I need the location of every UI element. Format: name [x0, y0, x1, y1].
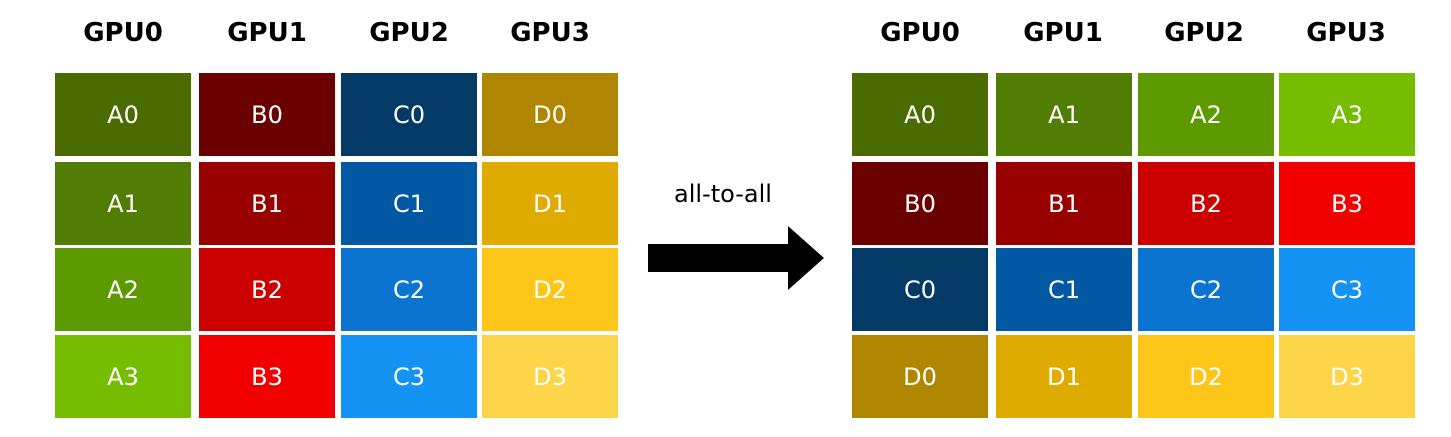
- after-block-d2: D2: [1138, 335, 1274, 418]
- after-block-a1: A1: [996, 73, 1132, 156]
- right-arrow-icon: [648, 226, 824, 290]
- all-to-all-label: all-to-all: [674, 180, 772, 208]
- before-block-c3: C3: [341, 335, 477, 418]
- after-block-a0: A0: [852, 73, 988, 156]
- after-gpu2-header: GPU2: [1164, 18, 1244, 48]
- before-block-b3: B3: [199, 335, 335, 418]
- before-gpu1-header: GPU1: [227, 18, 307, 48]
- after-block-a2: A2: [1138, 73, 1274, 156]
- after-block-d1: D1: [996, 335, 1132, 418]
- after-block-c2: C2: [1138, 248, 1274, 331]
- before-block-a2: A2: [55, 248, 191, 331]
- after-gpu-headers: GPU0 GPU1 GPU2 GPU3: [852, 10, 1418, 60]
- before-block-d2: D2: [482, 248, 618, 331]
- before-gpu2-header: GPU2: [369, 18, 449, 48]
- after-block-b2: B2: [1138, 162, 1274, 245]
- before-gpu-headers: GPU0 GPU1 GPU2 GPU3: [55, 10, 621, 60]
- after-block-b3: B3: [1279, 162, 1415, 245]
- after-block-c1: C1: [996, 248, 1132, 331]
- after-block-b0: B0: [852, 162, 988, 245]
- before-gpu0-header: GPU0: [83, 18, 163, 48]
- before-block-b2: B2: [199, 248, 335, 331]
- after-block-c0: C0: [852, 248, 988, 331]
- after-block-c3: C3: [1279, 248, 1415, 331]
- all-to-all-transition: all-to-all: [648, 180, 824, 290]
- after-block-b1: B1: [996, 162, 1132, 245]
- before-block-a1: A1: [55, 162, 191, 245]
- before-block-b1: B1: [199, 162, 335, 245]
- before-gpu3-header: GPU3: [510, 18, 590, 48]
- before-block-d0: D0: [482, 73, 618, 156]
- before-block-c2: C2: [341, 248, 477, 331]
- after-block-d3: D3: [1279, 335, 1415, 418]
- before-block-c0: C0: [341, 73, 477, 156]
- before-block-d1: D1: [482, 162, 618, 245]
- after-gpu0-header: GPU0: [880, 18, 960, 48]
- after-gpu1-header: GPU1: [1023, 18, 1103, 48]
- before-block-a0: A0: [55, 73, 191, 156]
- after-gpu3-header: GPU3: [1306, 18, 1386, 48]
- before-block-a3: A3: [55, 335, 191, 418]
- before-block-b0: B0: [199, 73, 335, 156]
- after-block-a3: A3: [1279, 73, 1415, 156]
- after-block-d0: D0: [852, 335, 988, 418]
- before-block-c1: C1: [341, 162, 477, 245]
- before-block-d3: D3: [482, 335, 618, 418]
